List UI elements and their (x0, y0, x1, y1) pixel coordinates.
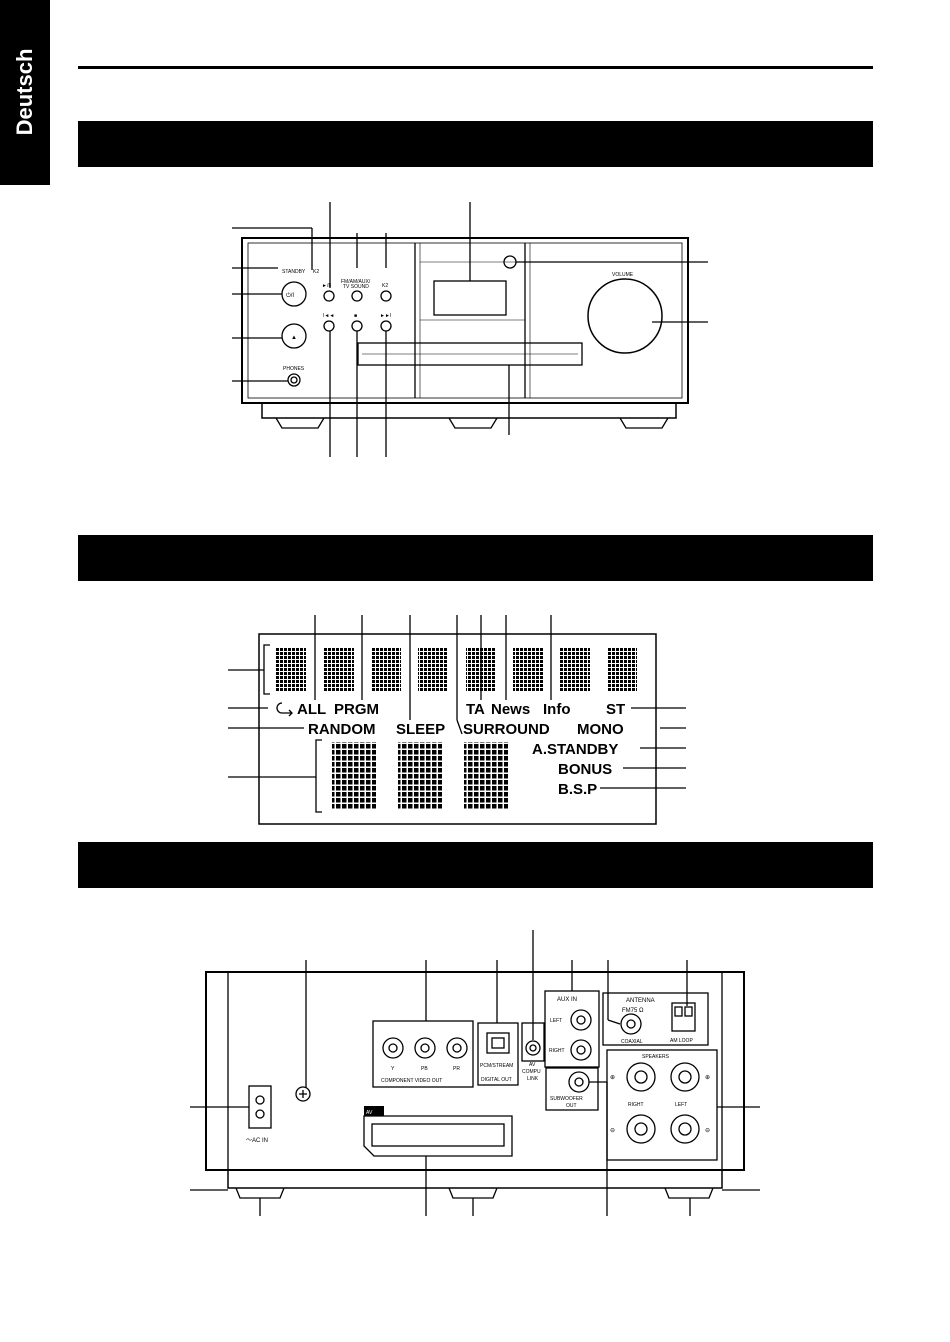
y-label: Y (391, 1066, 395, 1072)
indicator-bsp: B.S.P (558, 781, 597, 798)
av-compu-link-line2: COMPU (522, 1069, 541, 1075)
standby-label: STANDBY (282, 269, 306, 275)
aux-left-label: LEFT (550, 1018, 562, 1024)
next-button-symbol: ►►I (380, 313, 391, 319)
subwoofer-out-line1: SUBWOOFER (550, 1096, 583, 1102)
minus-terminal-left: ⊖ (610, 1128, 615, 1134)
pb-label: PB (421, 1066, 428, 1072)
source-label-line1: FM/AM/AUX/ (341, 279, 371, 285)
am-loop-label: AM LOOP (670, 1038, 693, 1044)
plus-terminal-left: ⊕ (610, 1075, 615, 1081)
stop-button-symbol: ■ (354, 313, 357, 319)
indicator-ta: TA (466, 701, 485, 718)
source-label-line2: TV SOUND (343, 284, 369, 290)
k2-indicator-label: K2 (313, 269, 319, 275)
section-bar-rear-panel (78, 842, 873, 888)
eject-button-symbol[interactable]: ▲ (291, 335, 297, 341)
play-pause-label: ►/II (322, 283, 331, 289)
indicator-bonus: BONUS (558, 761, 612, 778)
header-rule (78, 66, 873, 69)
av-label: AV (366, 1110, 373, 1116)
speaker-right-label: RIGHT (628, 1102, 644, 1108)
av-compu-link-line1: AV (529, 1062, 536, 1068)
indicator-mono: MONO (577, 721, 624, 738)
language-tab: Deutsch (0, 0, 50, 185)
minus-terminal-right: ⊖ (705, 1128, 710, 1134)
pr-label: PR (453, 1066, 460, 1072)
ac-in-label: ～AC IN (246, 1138, 268, 1144)
section-bar-front-panel (78, 121, 873, 167)
k2-button-label: K2 (382, 283, 388, 289)
phones-label: PHONES (283, 366, 305, 372)
power-button-symbol[interactable]: ⏻/I (286, 292, 294, 299)
indicator-sleep: SLEEP (396, 721, 445, 738)
section-bar-display (78, 535, 873, 581)
aux-right-label: RIGHT (549, 1048, 565, 1054)
speakers-label: SPEAKERS (642, 1054, 670, 1060)
indicator-all: ALL (297, 701, 326, 718)
indicator-prgm: PRGM (334, 701, 379, 718)
antenna-label: ANTENNA (626, 998, 655, 1004)
indicator-random: RANDOM (308, 721, 376, 738)
fm-75-label: FM75 Ω (622, 1008, 644, 1014)
component-video-out-label: COMPONENT VIDEO OUT (381, 1078, 442, 1084)
indicator-st: ST (606, 701, 625, 718)
indicator-a-standby: A.STANDBY (532, 741, 618, 758)
speaker-left-label: LEFT (675, 1102, 687, 1108)
pcm-stream-label: PCM/STREAM (480, 1063, 513, 1069)
plus-terminal-right: ⊕ (705, 1075, 710, 1081)
volume-label: VOLUME (612, 272, 634, 278)
indicator-info: Info (543, 701, 571, 718)
prev-button-symbol: I◄◄ (323, 313, 334, 319)
digital-out-label: DIGITAL OUT (481, 1077, 512, 1083)
language-tab-label: Deutsch (12, 48, 37, 136)
indicator-surround: SURROUND (463, 721, 550, 738)
aux-in-label: AUX IN (557, 997, 577, 1003)
subwoofer-out-line2: OUT (566, 1103, 577, 1109)
indicator-news: News (491, 701, 530, 718)
av-compu-link-line3: LINK (527, 1076, 539, 1082)
coaxial-label: COAXIAL (621, 1039, 643, 1045)
